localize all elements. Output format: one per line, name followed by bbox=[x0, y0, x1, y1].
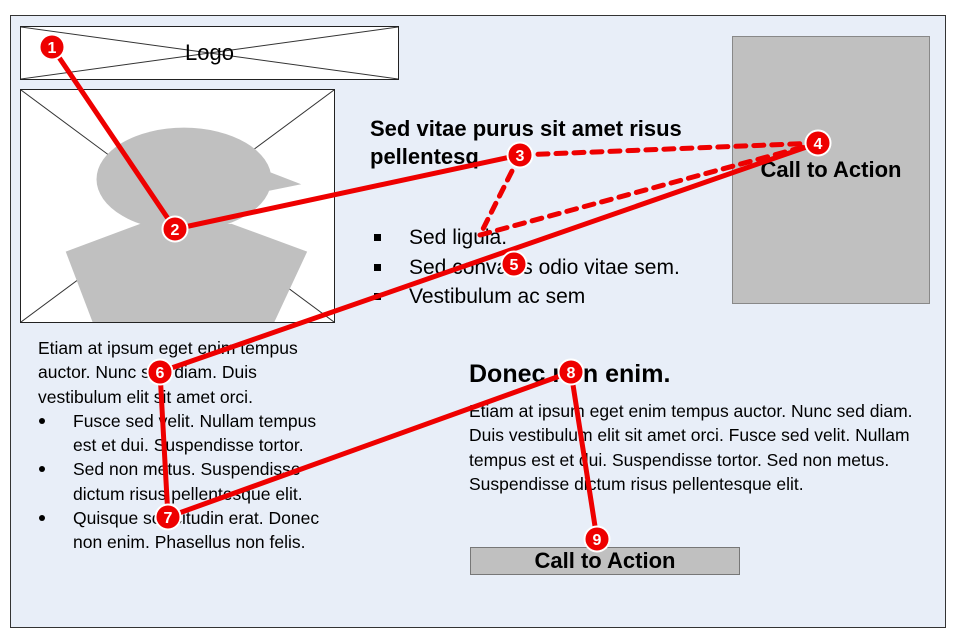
hero-heading: Sed vitae purus sit amet risus pellentes… bbox=[370, 116, 682, 169]
list-item: Quisque sollicitudin erat. Donec non eni… bbox=[38, 506, 344, 555]
left-column: Etiam at ipsum eget enim tempus auctor. … bbox=[38, 336, 344, 555]
list-item: Sed non metus. Suspendisse dictum risus … bbox=[38, 457, 344, 506]
section-body-text: Etiam at ipsum eget enim tempus auctor. … bbox=[469, 401, 913, 494]
section-heading: Donec non enim. bbox=[469, 360, 671, 388]
list-item: Sed ligula. bbox=[374, 223, 680, 253]
logo-placeholder[interactable]: Logo bbox=[20, 26, 399, 80]
list-item: Sed convallis odio vitae sem. bbox=[374, 253, 680, 283]
logo-label: Logo bbox=[185, 40, 234, 65]
side-cta-label: Call to Action bbox=[760, 157, 902, 182]
hero-bullet-list: Sed ligula. Sed convallis odio vitae sem… bbox=[374, 223, 680, 312]
person-silhouette-icon bbox=[21, 90, 334, 322]
list-item: Fusce sed velit. Nullam tempus est et du… bbox=[38, 409, 344, 458]
bottom-cta-button[interactable]: Call to Action bbox=[470, 547, 740, 575]
list-item: Vestibulum ac sem bbox=[374, 282, 680, 312]
side-cta-button[interactable]: Call to Action bbox=[732, 36, 930, 304]
left-bullet-list: Fusce sed velit. Nullam tempus est et du… bbox=[38, 409, 344, 555]
image-placeholder bbox=[20, 89, 335, 323]
left-intro-text: Etiam at ipsum eget enim tempus auctor. … bbox=[38, 338, 298, 407]
